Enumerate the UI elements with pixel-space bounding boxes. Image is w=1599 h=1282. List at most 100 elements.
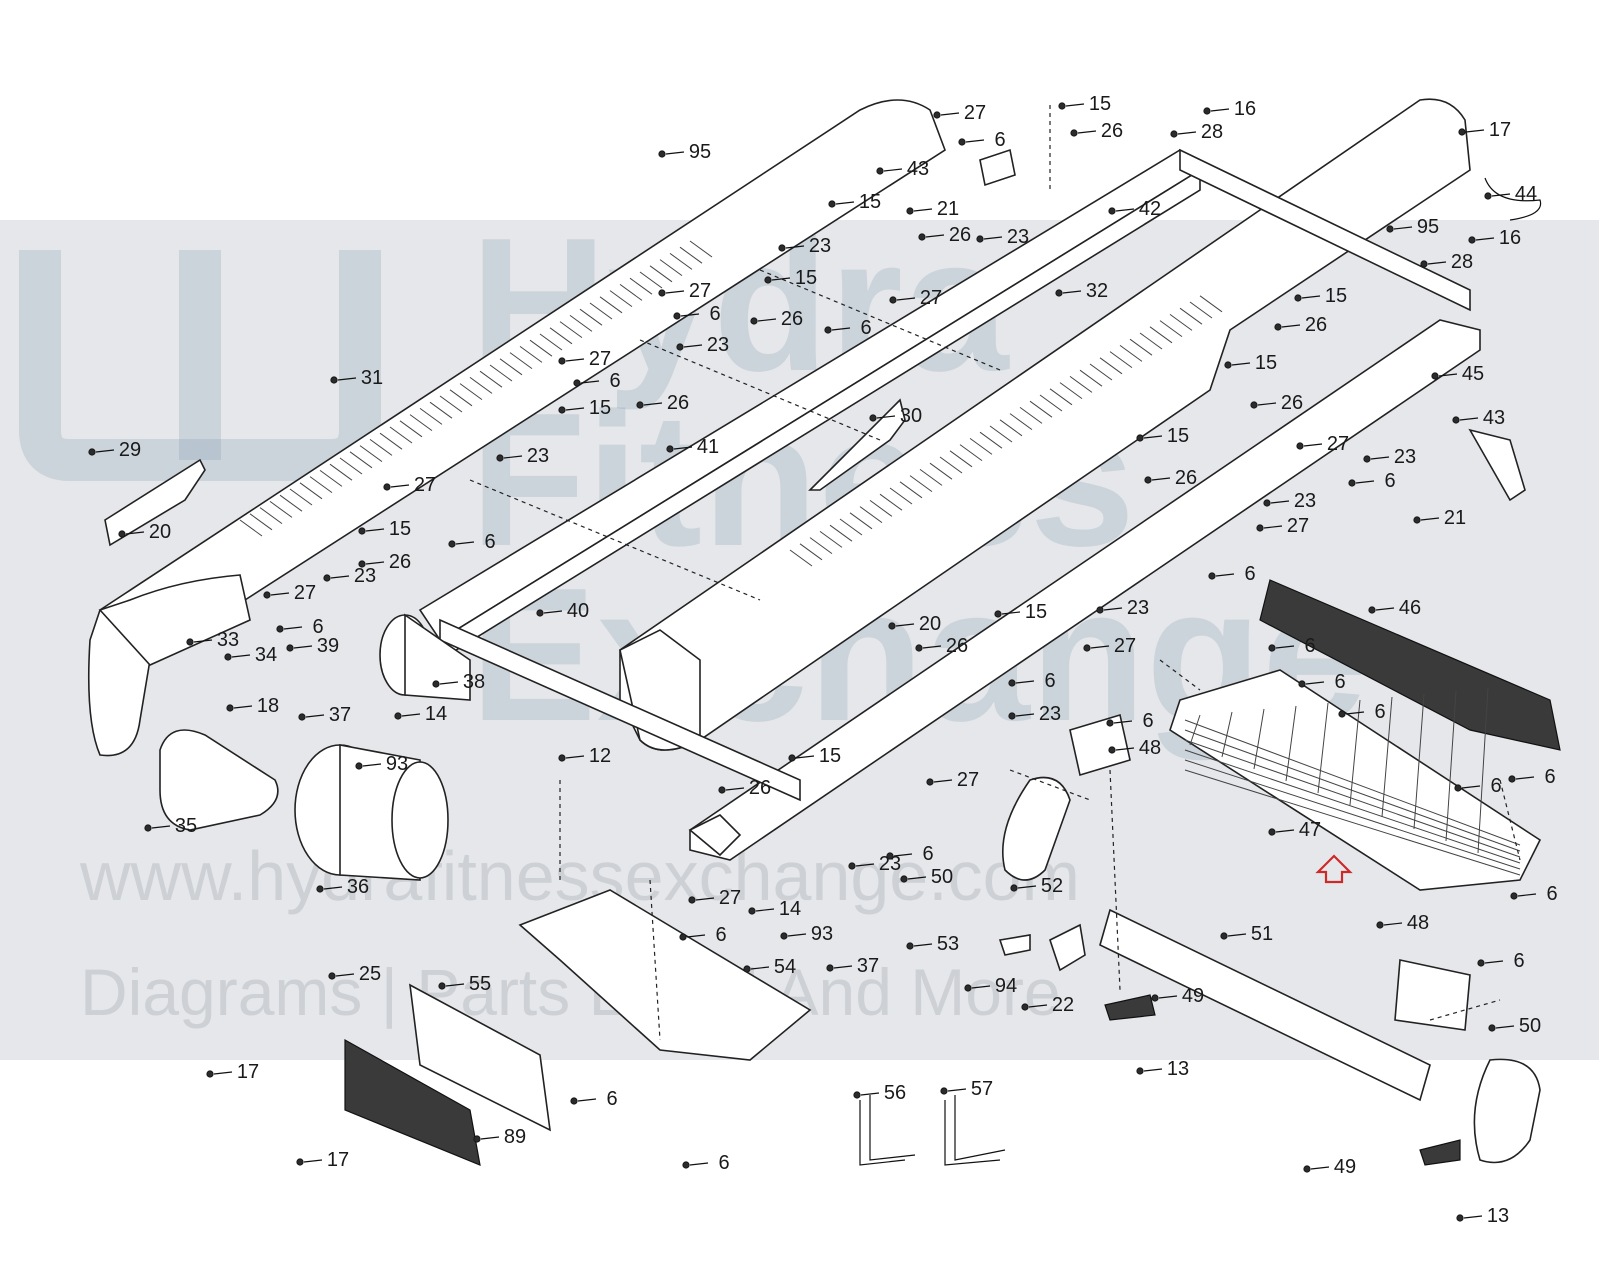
callout-leader	[689, 1162, 709, 1166]
callout-27: 27	[1114, 635, 1136, 657]
callout-34: 34	[255, 644, 277, 666]
callout-27: 27	[957, 769, 979, 791]
fastener-marker	[636, 401, 644, 409]
fastener-marker	[718, 786, 726, 794]
fastener-marker	[1208, 572, 1216, 580]
callout-leader	[835, 201, 855, 205]
fastener-marker	[1144, 476, 1152, 484]
callout-leader	[1270, 500, 1290, 504]
callout-leader	[1275, 645, 1295, 649]
callout-13: 13	[1487, 1205, 1509, 1227]
callout-52: 52	[1041, 875, 1063, 897]
callout-6: 6	[1374, 701, 1385, 723]
rail-rib	[1119, 344, 1143, 362]
rail-rib	[949, 450, 973, 468]
callout-leader	[1475, 237, 1495, 241]
part-motor-hood	[518, 889, 812, 1061]
callout-23: 23	[809, 235, 831, 257]
callout-leader	[565, 358, 585, 362]
callout-27: 27	[920, 287, 942, 309]
fastener-marker	[88, 448, 96, 456]
fastener-marker	[328, 972, 336, 980]
callout-17: 17	[327, 1149, 349, 1171]
fastener-marker	[958, 138, 966, 146]
callout-50: 50	[1519, 1015, 1541, 1037]
fastener-marker	[1413, 516, 1421, 524]
rail-rib	[269, 500, 293, 518]
rail-rib	[589, 302, 613, 320]
fastener-marker	[1203, 107, 1211, 115]
callout-leader	[445, 983, 465, 987]
callout-29: 29	[119, 439, 141, 461]
callout-leader	[907, 876, 927, 880]
part-step-platform	[1169, 579, 1561, 891]
part-link-57	[944, 1095, 1006, 1166]
callout-leader	[401, 713, 421, 717]
part-drive-motor	[294, 613, 471, 881]
platform-grid-line	[1184, 769, 1521, 876]
fastener-marker	[869, 414, 877, 422]
platform-grid-line	[1349, 699, 1361, 806]
callout-leader	[1210, 108, 1230, 112]
callout-leader	[757, 318, 777, 322]
fastener-marker	[496, 454, 504, 462]
callout-93: 93	[811, 923, 833, 945]
fastener-marker	[750, 317, 758, 325]
callout-leader	[330, 575, 350, 579]
platform-grid-line	[1184, 729, 1521, 852]
rail-rib	[459, 383, 483, 401]
callout-93: 93	[386, 753, 408, 775]
platform-grid-line	[1477, 687, 1489, 854]
callout-51: 51	[1251, 923, 1273, 945]
callout-43: 43	[907, 158, 929, 180]
part-right-frame	[688, 319, 1481, 861]
callout-leader	[577, 1098, 597, 1102]
fastener-marker	[558, 357, 566, 365]
callout-15: 15	[1025, 601, 1047, 623]
callout-48: 48	[1407, 912, 1429, 934]
callout-leader	[1275, 829, 1295, 833]
fastener-markers	[88, 102, 1518, 1222]
callout-26: 26	[667, 392, 689, 414]
fastener-marker	[964, 984, 972, 992]
callout-6: 6	[1044, 670, 1055, 692]
callout-20: 20	[149, 521, 171, 543]
callout-leader	[1310, 1166, 1330, 1170]
fastener-marker	[144, 824, 152, 832]
callout-leader	[883, 168, 903, 172]
callout-leader	[439, 681, 459, 685]
rail-rib	[969, 437, 993, 455]
fastener-marker	[1298, 680, 1306, 688]
fastener-marker	[1250, 401, 1258, 409]
fastener-marker	[1108, 746, 1116, 754]
platform-grid-line	[1184, 719, 1521, 846]
callout-26: 26	[946, 635, 968, 657]
rail-rib	[629, 277, 653, 295]
fastener-marker	[780, 932, 788, 940]
rail-rib	[279, 494, 303, 512]
callout-15: 15	[1167, 425, 1189, 447]
callout-leader	[1065, 103, 1085, 107]
platform-grid-line	[1317, 702, 1329, 794]
callout-6: 6	[1384, 470, 1395, 492]
rail-rib	[859, 506, 883, 524]
fastener-marker	[1420, 260, 1428, 268]
rail-rib	[419, 407, 443, 425]
callout-15: 15	[1255, 352, 1277, 374]
callout-leader	[1231, 362, 1251, 366]
callout-leader	[1103, 607, 1123, 611]
callout-45: 45	[1462, 363, 1484, 385]
callout-32: 32	[1086, 280, 1108, 302]
callout-15: 15	[859, 191, 881, 213]
rail-rib	[499, 358, 523, 376]
rail-rib	[679, 246, 703, 264]
callout-31: 31	[361, 367, 383, 389]
fastener-marker	[900, 875, 908, 883]
callout-21: 21	[937, 198, 959, 220]
callout-leader	[665, 290, 685, 294]
callout-leader	[971, 985, 991, 989]
callout-leader	[1370, 456, 1390, 460]
callout-leader	[1143, 435, 1163, 439]
rail-rib	[819, 530, 843, 548]
